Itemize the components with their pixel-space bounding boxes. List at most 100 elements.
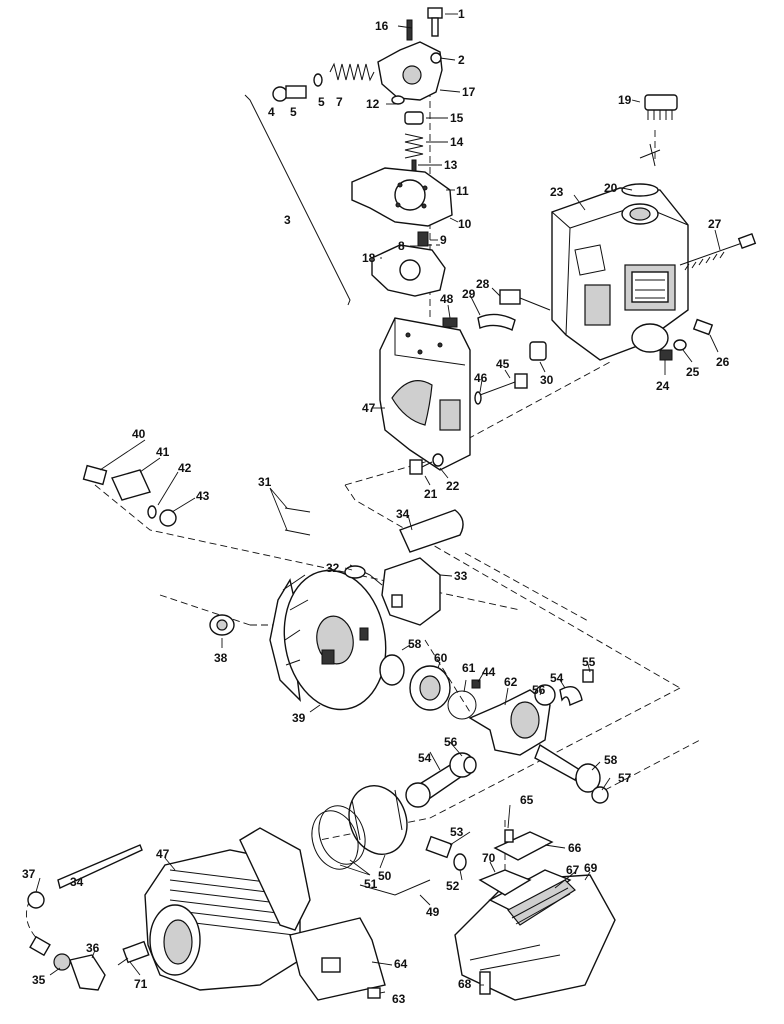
callout-labels: 1 2 3 4 5 5 7 8 9 10 11 12 13 14 15 16 1… <box>22 7 730 1006</box>
callout-56b: 56 <box>444 735 458 749</box>
callout-12: 12 <box>366 97 380 111</box>
spring-7 <box>329 62 375 82</box>
callout-58a: 58 <box>408 637 422 651</box>
callout-26: 26 <box>716 355 730 369</box>
group-bracket <box>244 94 351 306</box>
bolt-27 <box>679 241 746 266</box>
washer-42 <box>147 505 157 519</box>
plate-70 <box>478 869 532 896</box>
callout-31: 31 <box>258 475 272 489</box>
gasket-66 <box>493 831 554 861</box>
piston-ring-51b <box>318 805 366 865</box>
hose-29 <box>477 313 516 331</box>
callout-49: 49 <box>426 905 440 919</box>
ring-57 <box>591 786 609 804</box>
piston-50 <box>348 785 408 855</box>
pump-assembly <box>272 7 453 297</box>
fitting-48 <box>442 317 458 328</box>
shield-64 <box>289 917 386 1001</box>
muffler-69 <box>454 869 616 1001</box>
callout-50: 50 <box>378 869 392 883</box>
callout-17: 17 <box>462 85 476 99</box>
tank-housing-23 <box>551 187 689 361</box>
callout-1: 1 <box>458 7 465 21</box>
leader-lines <box>35 13 721 994</box>
callout-28: 28 <box>476 277 490 291</box>
screw-40 <box>82 464 108 486</box>
clip-43 <box>159 509 177 527</box>
callout-61: 61 <box>462 661 476 675</box>
callout-39: 39 <box>292 711 306 725</box>
leader-49 <box>359 879 431 896</box>
bolt-28-shank <box>519 297 551 311</box>
callout-54a: 54 <box>550 671 564 685</box>
seal-58b <box>575 763 601 793</box>
wire-34 <box>57 844 143 889</box>
callout-46: 46 <box>474 371 488 385</box>
cylinder-47 <box>144 827 311 991</box>
callout-69: 69 <box>584 861 598 875</box>
callout-55: 55 <box>582 655 596 669</box>
callout-43: 43 <box>196 489 210 503</box>
seal-58 <box>379 654 405 686</box>
pins-31 <box>284 507 311 536</box>
crankcase-47 <box>379 317 471 471</box>
callout-47b: 47 <box>156 847 170 861</box>
callout-10: 10 <box>458 217 472 231</box>
callout-3: 3 <box>284 213 291 227</box>
clip-52 <box>453 853 467 871</box>
key-44 <box>471 679 481 689</box>
callout-19: 19 <box>618 93 632 107</box>
grommet-37 <box>27 891 45 909</box>
washer-5 <box>313 73 323 87</box>
washer-25 <box>673 339 687 351</box>
callout-47a: 47 <box>362 401 376 415</box>
callout-25: 25 <box>686 365 700 379</box>
callout-63: 63 <box>392 992 406 1006</box>
gasket-20 <box>621 183 659 197</box>
callout-44: 44 <box>482 665 496 679</box>
callout-36: 36 <box>86 941 100 955</box>
callout-62: 62 <box>504 675 518 689</box>
callout-57: 57 <box>618 771 632 785</box>
pin-53 <box>425 835 453 859</box>
screw-65 <box>504 829 514 843</box>
callout-4: 4 <box>268 105 275 119</box>
callout-70: 70 <box>482 851 496 865</box>
callout-11: 11 <box>456 184 469 198</box>
callout-18: 18 <box>362 251 376 265</box>
connector-35 <box>53 953 71 971</box>
callout-42: 42 <box>178 461 192 475</box>
callout-66: 66 <box>568 841 582 855</box>
bolt-68 <box>479 971 491 995</box>
ring-61 <box>447 690 477 720</box>
callout-15: 15 <box>450 111 464 125</box>
callout-71: 71 <box>134 977 148 991</box>
callout-53: 53 <box>450 825 464 839</box>
callout-56a: 56 <box>532 683 546 697</box>
screw-63 <box>367 987 381 999</box>
callout-23: 23 <box>550 185 564 199</box>
part-35-body <box>29 935 51 957</box>
callout-33: 33 <box>454 569 468 583</box>
callout-8: 8 <box>398 239 405 253</box>
callout-52: 52 <box>446 879 460 893</box>
callout-14: 14 <box>450 135 464 149</box>
callout-16: 16 <box>375 19 389 33</box>
callout-37: 37 <box>22 867 36 881</box>
lever-41 <box>111 469 151 501</box>
bolt-45-shank <box>479 381 516 396</box>
callout-27: 27 <box>708 217 722 231</box>
callout-65: 65 <box>520 793 534 807</box>
ignition-coil-33 <box>349 557 441 626</box>
callout-32: 32 <box>326 561 340 575</box>
connecting-rod-54 <box>405 752 475 808</box>
callout-5a: 5 <box>290 105 297 119</box>
bolt-21-shank <box>421 461 433 468</box>
screw-1-shank <box>431 17 439 37</box>
part-30 <box>529 341 547 361</box>
callout-45: 45 <box>496 357 510 371</box>
callout-7: 7 <box>336 95 343 109</box>
tube-34 <box>399 509 464 553</box>
boot-36 <box>69 954 106 991</box>
